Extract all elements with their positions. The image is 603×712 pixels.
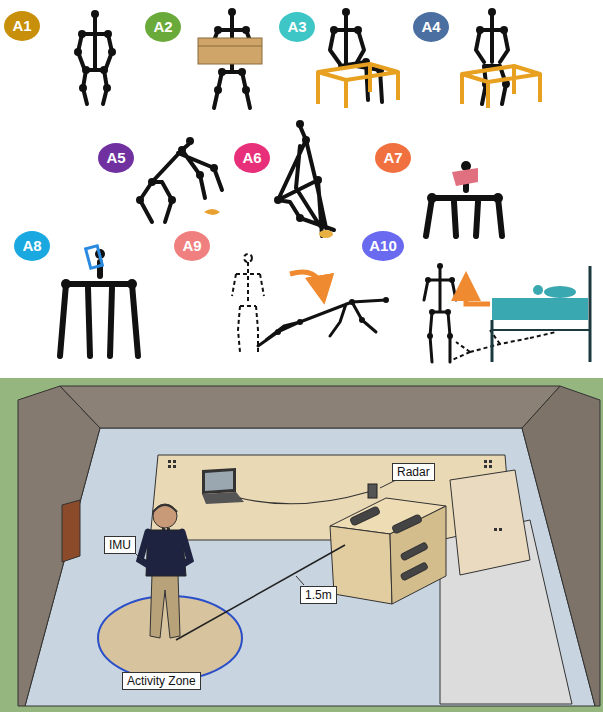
activity-code: A5 — [106, 149, 125, 167]
activity-code: A9 — [182, 237, 201, 255]
activity-badge: A8 — [14, 231, 50, 261]
picked-object — [204, 209, 220, 215]
label-text: Activity Zone — [127, 674, 196, 688]
label-text: Radar — [397, 465, 430, 479]
callout-label: IMU — [104, 536, 136, 554]
carried-box — [198, 38, 262, 64]
activity-code: A3 — [287, 18, 306, 36]
activity-badge: A7 — [375, 143, 411, 173]
label-text: IMU — [109, 538, 131, 552]
table-marks — [162, 460, 502, 531]
activity-code: A4 — [421, 18, 440, 36]
figure-joints — [61, 8, 510, 339]
drink-cup — [452, 168, 478, 186]
picked-object — [319, 230, 333, 238]
radar-device — [368, 484, 377, 498]
person — [140, 504, 190, 638]
activity-badge: A1 — [4, 11, 40, 41]
activity-code: A7 — [383, 149, 402, 167]
activity-badge: A6 — [234, 143, 270, 173]
activity-code: A1 — [12, 17, 31, 35]
activity-code: A2 — [153, 18, 172, 36]
activity-badge: A2 — [145, 12, 181, 42]
activity-badge: A3 — [279, 12, 315, 42]
sensor-box — [330, 498, 446, 604]
bed — [492, 266, 590, 362]
getup-arrow — [466, 286, 490, 304]
chairs — [318, 64, 540, 108]
phone — [86, 246, 103, 268]
box-tape — [198, 46, 262, 47]
activity-badge: A4 — [413, 12, 449, 42]
activity-code: A10 — [369, 237, 397, 255]
activity-badge: A9 — [174, 231, 210, 261]
callout-label: Activity Zone — [122, 672, 201, 690]
distance-line — [176, 545, 345, 640]
callout-label: 1.5m — [300, 586, 337, 604]
activity-code: A6 — [242, 149, 261, 167]
stick-figures — [60, 14, 508, 362]
ground — [0, 378, 603, 712]
activity-badge: A5 — [98, 143, 134, 173]
laptop — [202, 468, 244, 504]
room — [18, 386, 600, 706]
activity-badge: A10 — [362, 231, 404, 261]
label-text: 1.5m — [305, 588, 332, 602]
fall-arrow — [290, 272, 322, 290]
activity-code: A8 — [22, 237, 41, 255]
radar-cable — [240, 492, 368, 504]
leader-line — [296, 576, 304, 585]
callout-label: Radar — [392, 463, 435, 481]
